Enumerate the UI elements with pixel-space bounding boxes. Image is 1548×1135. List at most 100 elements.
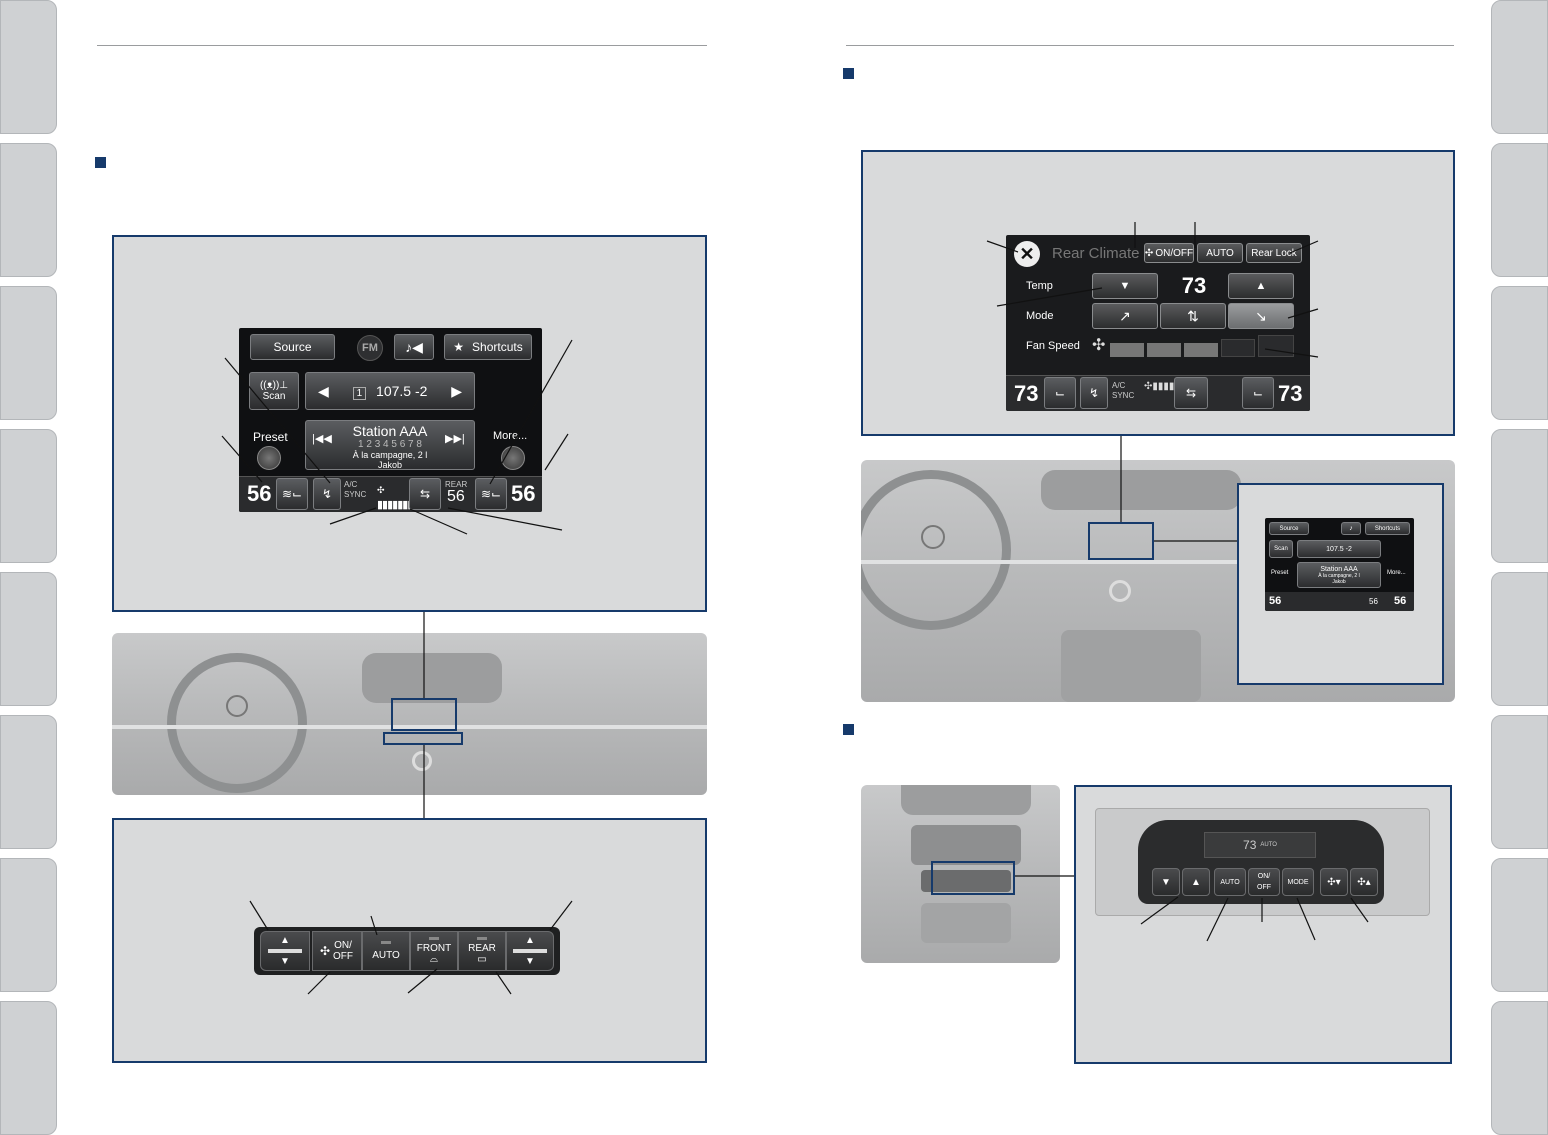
driver-seat-heat-button[interactable]: ≋⌙ xyxy=(276,478,308,510)
recirculation-button[interactable]: ⇆ xyxy=(1174,377,1208,409)
more-label: More... xyxy=(493,430,528,442)
temp-down-icon: ▼ xyxy=(1161,876,1171,888)
driver-temp[interactable]: 56 xyxy=(247,481,272,506)
car-recirc-icon: ⇆ xyxy=(1185,386,1197,400)
section-tab-4[interactable] xyxy=(0,429,57,563)
passenger-temp[interactable]: 56 xyxy=(511,481,536,506)
temp-up-icon: ▲ xyxy=(280,935,290,946)
dashboard-photo xyxy=(112,633,707,795)
fan-level-bars[interactable]: ✣▮▮▮▮▮ xyxy=(1144,381,1180,392)
fan-level-segment-1[interactable] xyxy=(1110,343,1144,357)
recirculation-button[interactable]: ⇆ xyxy=(409,478,441,510)
on-off-button[interactable]: ✣ ON/ OFF xyxy=(312,931,362,971)
instrument-hood xyxy=(1041,470,1241,510)
section-tab-r7[interactable] xyxy=(1491,858,1548,992)
section-tab-r2[interactable] xyxy=(1491,143,1548,277)
car-recirc-icon: ⇆ xyxy=(419,487,431,501)
tune-up-icon[interactable]: ▶ xyxy=(451,382,462,399)
screen-callout-box xyxy=(1088,522,1154,560)
section-tab-r1[interactable] xyxy=(1491,0,1548,134)
fan-speed-label: Fan Speed xyxy=(1026,340,1080,352)
rear-control-unit: 73 AUTO ▼ ▲ AUTO ON/ OFF MODE ✣▾ ✣▴ xyxy=(1138,820,1384,904)
mode-button[interactable]: ↯ xyxy=(1080,377,1108,409)
inset-scan-button[interactable]: Scan xyxy=(1269,540,1293,558)
rear-on-off-button[interactable]: ✣ON/OFF xyxy=(1144,243,1194,263)
temp-slider-line xyxy=(513,949,547,953)
passenger-temp[interactable]: 73 xyxy=(1278,381,1303,406)
fan-level-segment-5[interactable] xyxy=(1258,335,1294,357)
steering-wheel xyxy=(167,653,307,793)
driver-temp-rocker[interactable]: ▲ ▼ xyxy=(260,931,310,971)
section-tab-r5[interactable] xyxy=(1491,572,1548,706)
inset-source-button[interactable]: Source xyxy=(1269,522,1309,535)
tune-down-icon[interactable]: ◀ xyxy=(318,382,329,399)
section-tab-5[interactable] xyxy=(0,572,57,706)
preset-knob-icon[interactable] xyxy=(257,446,281,470)
auto-button[interactable]: AUTO xyxy=(362,931,410,971)
rear-on-off-label: ON/OFF xyxy=(1155,247,1194,259)
passenger-temp-rocker[interactable]: ▲ ▼ xyxy=(506,931,554,971)
front-defrost-button[interactable]: FRONT ⌓ xyxy=(410,931,458,971)
driver-temp[interactable]: 73 xyxy=(1014,381,1039,406)
fm-band-icon[interactable]: FM xyxy=(357,335,383,361)
rear-temp-down-button[interactable]: ▼ xyxy=(1092,273,1158,299)
brand-logo xyxy=(226,695,248,717)
skip-forward-icon[interactable]: ▶▶| xyxy=(445,433,465,445)
rear-on-off-button[interactable]: ON/ OFF xyxy=(1248,868,1280,896)
section-tab-r6[interactable] xyxy=(1491,715,1548,849)
more-knob-icon[interactable] xyxy=(501,446,525,470)
rear-temp-up-button[interactable]: ▲ xyxy=(1182,868,1210,896)
passenger-seat-heat-button[interactable]: ⌙ xyxy=(1242,377,1274,409)
inset-tune-control[interactable]: 107.5 -2 xyxy=(1297,540,1381,558)
rear-lock-button[interactable]: Rear Lock xyxy=(1246,243,1302,263)
temp-up-icon: ▲ xyxy=(1255,280,1267,292)
section-tab-6[interactable] xyxy=(0,715,57,849)
skip-back-icon[interactable]: |◀◀ xyxy=(312,433,332,445)
passenger-seat-heat-button[interactable]: ≋⌙ xyxy=(475,478,507,510)
inset-station-info[interactable]: Station AAA À la campagne, 2 l Jakob xyxy=(1297,562,1381,588)
inset-shortcuts-button[interactable]: Shortcuts xyxy=(1365,522,1410,535)
tune-control[interactable]: ◀ 1 107.5 -2 ▶ xyxy=(305,372,475,410)
inset-passenger-temp: 56 xyxy=(1394,595,1407,607)
section-tab-7[interactable] xyxy=(0,858,57,992)
mode-bilevel-button[interactable]: ⇅ xyxy=(1160,303,1226,329)
rear-auto-button[interactable]: AUTO xyxy=(1197,243,1243,263)
rear-defrost-button[interactable]: REAR ▭ xyxy=(458,931,506,971)
shortcuts-button[interactable]: ★Shortcuts xyxy=(444,334,532,360)
header-rule-left xyxy=(97,45,707,46)
auto-label: AUTO xyxy=(372,950,400,961)
rear-mode-button[interactable]: MODE xyxy=(1282,868,1314,896)
fan-level-segment-2[interactable] xyxy=(1147,343,1181,357)
section-tab-r8[interactable] xyxy=(1491,1001,1548,1135)
driver-seat-heat-button[interactable]: ⌙ xyxy=(1044,377,1076,409)
station-info-box[interactable]: Station AAA 1 2 3 4 5 6 7 8 À la campagn… xyxy=(305,420,475,470)
rear-temp-down-button[interactable]: ▼ xyxy=(1152,868,1180,896)
fan-speed-indicator[interactable]: ✣ ▮▮▮▮▮▮▮ xyxy=(377,480,413,511)
rear-fan-up-button[interactable]: ✣▴ xyxy=(1350,868,1378,896)
inset-audio-button[interactable]: ♪ xyxy=(1341,522,1361,535)
section-tab-r3[interactable] xyxy=(1491,286,1548,420)
trim-strip xyxy=(112,725,707,729)
mode-button[interactable]: ↯ xyxy=(313,478,341,510)
section-tab-1[interactable] xyxy=(0,0,57,134)
section-tab-8[interactable] xyxy=(0,1001,57,1135)
rear-temp[interactable]: 56 xyxy=(447,488,465,505)
section-tab-3[interactable] xyxy=(0,286,57,420)
section-tab-r4[interactable] xyxy=(1491,429,1548,563)
scan-button[interactable]: ((ᴥ))⊥ Scan xyxy=(249,372,299,410)
rear-temp-up-button[interactable]: ▲ xyxy=(1228,273,1294,299)
mode-floor-button[interactable]: ↘ xyxy=(1228,303,1294,329)
source-button[interactable]: Source xyxy=(250,334,335,360)
audio-settings-button[interactable]: ♪◀ xyxy=(394,334,434,360)
mode-face-button[interactable]: ↗ xyxy=(1092,303,1158,329)
rear-defrost-icon: ▭ xyxy=(477,954,487,965)
rear-fan-down-button[interactable]: ✣▾ xyxy=(1320,868,1348,896)
rear-climate-title: Rear Climate xyxy=(1052,245,1140,262)
rear-auto-button[interactable]: AUTO xyxy=(1214,868,1246,896)
fan-level-segment-3[interactable] xyxy=(1184,343,1218,357)
close-icon[interactable]: ✕ xyxy=(1014,241,1040,267)
section-tab-2[interactable] xyxy=(0,143,57,277)
fan-level-segment-4[interactable] xyxy=(1221,339,1255,357)
